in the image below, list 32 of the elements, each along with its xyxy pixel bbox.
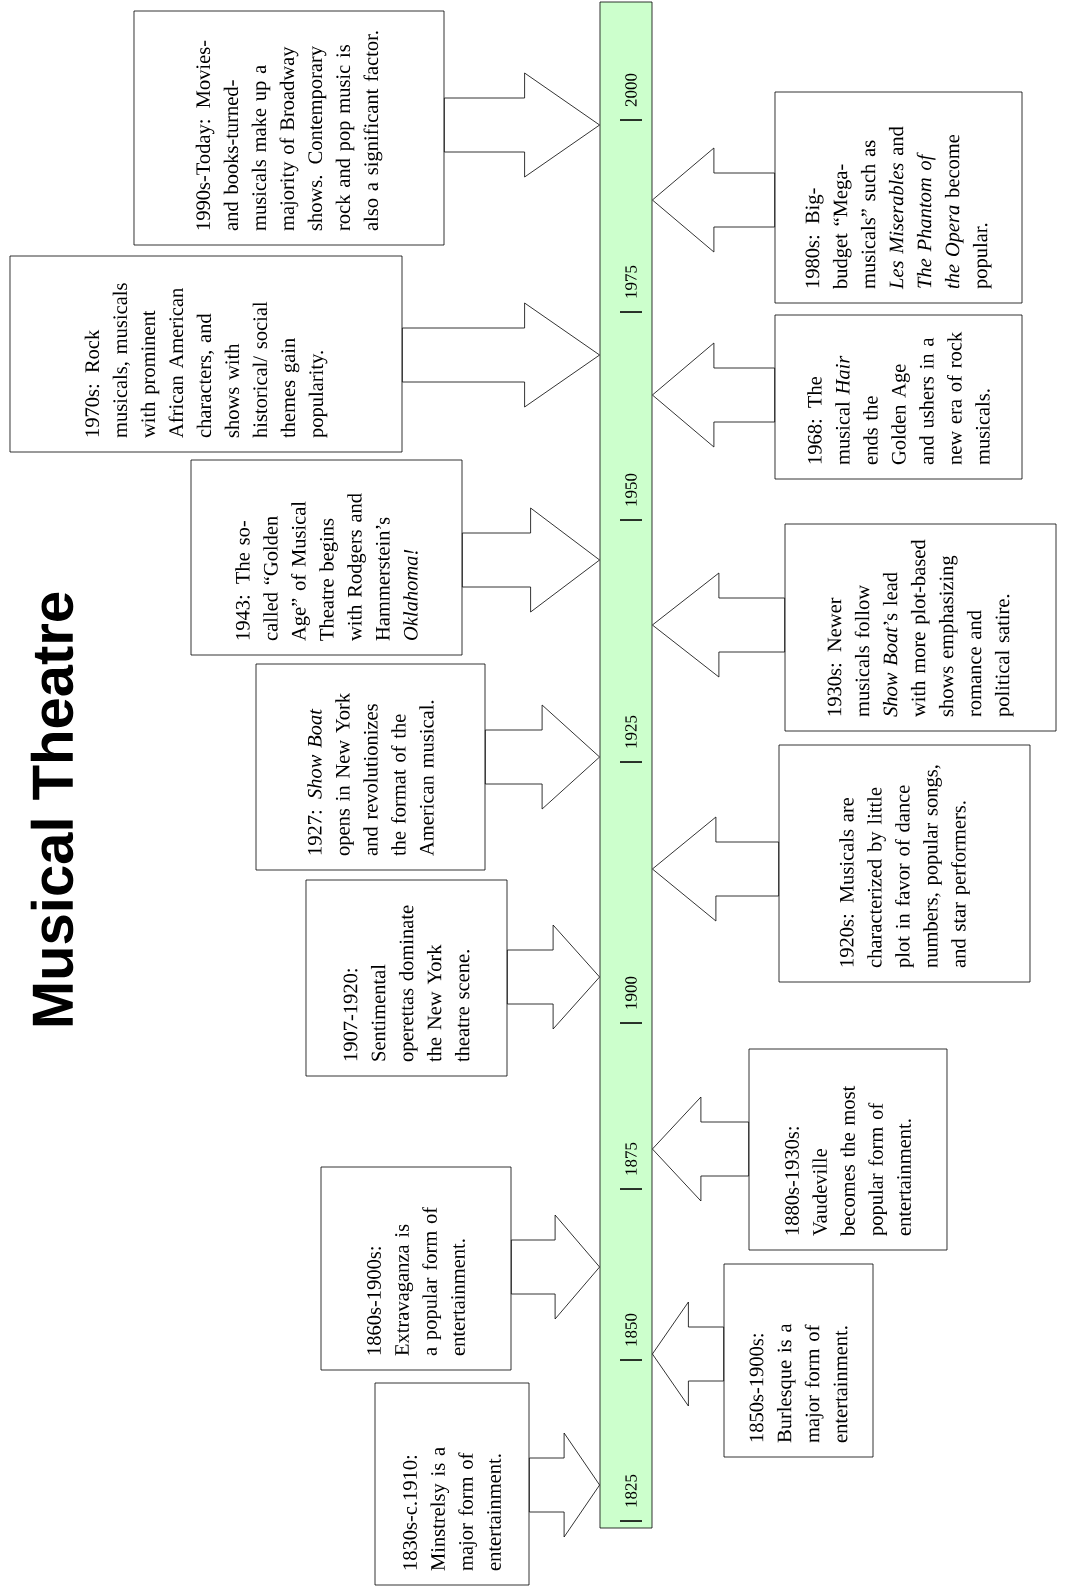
event-box: 1860s-1900s: Extravaganza is a popular form of entertainment. <box>320 1166 512 1371</box>
event-box: 1990s-Today: Movies- and books-turned-musicals make up a majority of Broadway shows. Contemporary rock and pop music is also a significant factor. <box>133 10 445 246</box>
block-arrow <box>402 302 600 408</box>
year-label: 1825 <box>625 1474 637 1507</box>
event-box: 1907-1920: Sentimental operettas dominate the New York theatre scene. <box>305 879 508 1077</box>
year-label: 1925 <box>625 715 637 748</box>
year-label: 1900 <box>625 976 637 1009</box>
event-box: 1830s-c.1910: Minstrelsy is a major form of entertainment. <box>374 1382 530 1586</box>
year-label: 1950 <box>625 473 637 506</box>
block-arrow <box>652 1301 724 1407</box>
block-arrow <box>652 342 775 448</box>
block-arrow <box>444 72 600 178</box>
timeline-bar <box>599 1 653 1529</box>
event-box: 1880s-1930s: Vaudeville becomes the most popular form of entertainment. <box>748 1048 948 1251</box>
title: Musical Theatre <box>30 592 74 1026</box>
block-arrow <box>462 507 600 613</box>
block-arrow <box>652 1096 749 1202</box>
block-arrow <box>529 1432 600 1538</box>
year-label: 2000 <box>625 73 637 107</box>
block-arrow <box>652 816 779 922</box>
event-box: 1850s-1900s: Burlesque is a major form of entertainment. <box>723 1263 874 1458</box>
event-box: 1943: The so-called “Golden Age” of Musical Theatre begins with Rodgers and Hammerstein’s Oklahoma! <box>190 459 463 656</box>
event-box: 1920s: Musicals are characterized by little plot in favor of dance numbers, popular songs, and star performers. <box>778 744 1031 983</box>
block-arrow <box>652 147 775 253</box>
year-label: 1875 <box>625 1142 637 1175</box>
block-arrow <box>485 704 600 810</box>
year-label: 1975 <box>625 265 637 298</box>
block-arrow <box>507 924 600 1030</box>
event-box: 1970s: Rock musicals, musicals with prominent African American characters, and shows with historical/ social themes gain popularity. <box>9 255 403 453</box>
block-arrow <box>511 1214 600 1320</box>
block-arrow <box>652 572 785 678</box>
year-label: 1850 <box>625 1313 637 1346</box>
